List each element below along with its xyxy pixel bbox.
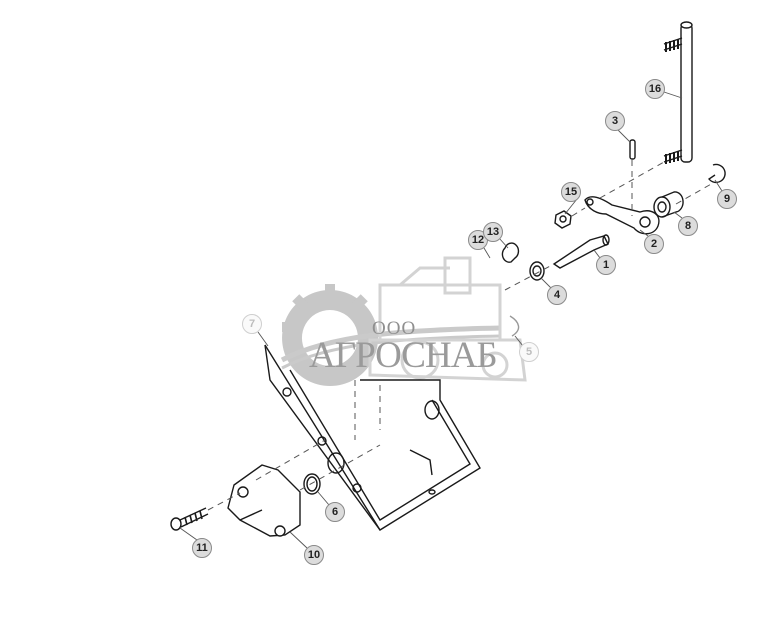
callout-15: 15 xyxy=(561,182,581,202)
assembly-lines xyxy=(207,160,714,511)
part-9-clip xyxy=(707,163,726,184)
part-8-bushing xyxy=(653,191,684,218)
callout-16: 16 xyxy=(645,79,665,99)
part-16-rod xyxy=(663,21,693,164)
part-11-screw xyxy=(170,507,209,531)
part-10-block xyxy=(227,464,301,537)
part-5-spring xyxy=(509,315,520,337)
part-1-shaft xyxy=(552,234,610,269)
callout-9: 9 xyxy=(717,189,737,209)
part-7-bracket xyxy=(264,344,481,531)
callout-7: 7 xyxy=(242,314,262,334)
leader-lines xyxy=(179,91,723,549)
watermark-company-name: АГРОСНАБ xyxy=(309,335,498,376)
part-13-bushing xyxy=(501,242,520,263)
callout-11: 11 xyxy=(192,538,212,558)
gear-icon xyxy=(282,284,379,386)
callout-13: 13 xyxy=(483,222,503,242)
part-6-oring xyxy=(303,473,321,495)
callout-2: 2 xyxy=(644,234,664,254)
callout-3: 3 xyxy=(605,111,625,131)
callout-8: 8 xyxy=(678,216,698,236)
part-4-washer xyxy=(529,261,545,281)
watermark-logo xyxy=(280,256,527,386)
part-3-pin xyxy=(629,139,636,160)
watermark-prefix: ООО xyxy=(372,318,417,339)
part-2-lever xyxy=(584,196,660,235)
callout-4: 4 xyxy=(547,285,567,305)
callout-1: 1 xyxy=(596,255,616,275)
callout-6: 6 xyxy=(325,502,345,522)
callout-5: 5 xyxy=(519,342,539,362)
harvester-icon xyxy=(368,256,527,382)
callout-10: 10 xyxy=(304,545,324,565)
part-15-nut xyxy=(554,210,572,229)
parts-linework xyxy=(170,21,726,549)
